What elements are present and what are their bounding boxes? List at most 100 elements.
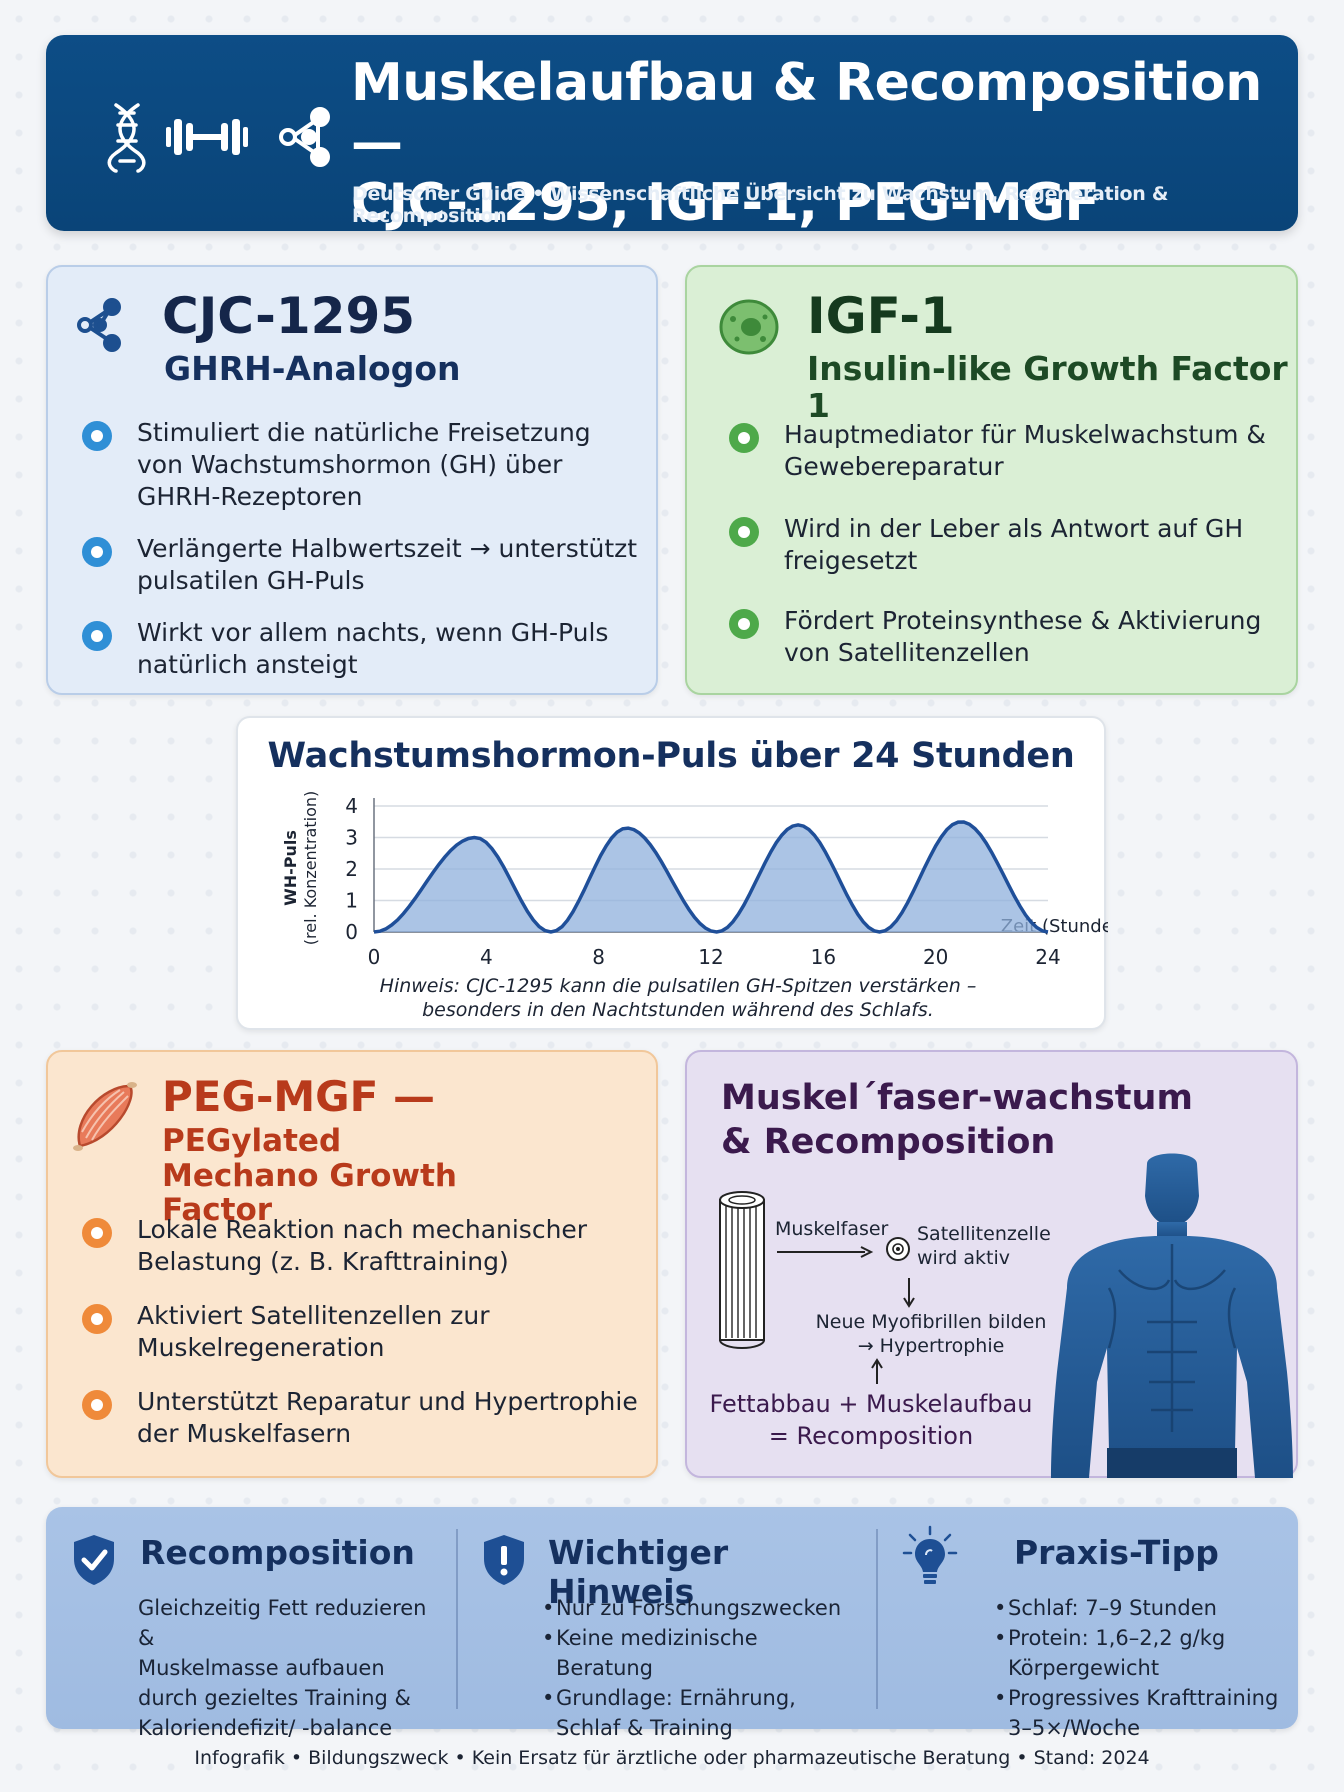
molecule-icon [77, 298, 121, 352]
myofibril-label-line1: Neue Myofibrillen bilden [815, 1311, 1047, 1333]
bullet-icon [729, 609, 759, 639]
list-item: Fördert Proteinsynthese & Aktivierung vo… [729, 605, 1284, 669]
recomposition-line: Gleichzeitig Fett reduzieren & [138, 1596, 427, 1650]
muscle-icon [73, 1082, 137, 1151]
cjc-bullet-text: Stimuliert die natürliche Freisetzung vo… [137, 418, 591, 511]
list-item: Lokale Reaktion nach mechanischer Belast… [82, 1214, 642, 1278]
header-banner: Muskelaufbau & Recomposition — CJC-1295,… [46, 35, 1298, 233]
recomp-line1: Fettabbau + Muskelaufbau [709, 1390, 1033, 1418]
myofibril-label: Neue Myofibrillen bilden → Hypertrophie [811, 1310, 1051, 1358]
list-item: Progressives Krafttraining 3–5×/Woche [994, 1683, 1294, 1743]
header-icons [107, 103, 330, 173]
recomposition-title: Recomposition [140, 1533, 415, 1572]
cjc-bullet-list: Stimuliert die natürliche Freisetzung vo… [82, 417, 642, 681]
chart-ylabel-line2: (rel. Konzentration) [301, 791, 320, 945]
peg-title: PEG-MGF — [162, 1072, 435, 1121]
muscle-fiber-label: Muskelfaser [775, 1218, 889, 1240]
igf-title: IGF-1 [807, 287, 955, 345]
peg-bullet-text: Lokale Reaktion nach mechanischer Belast… [137, 1215, 588, 1276]
x-tick-label: 16 [811, 945, 836, 969]
bullet-icon [729, 423, 759, 453]
igf-bullet-text: Fördert Proteinsynthese & Aktivierung vo… [784, 606, 1262, 667]
igf-card: IGF-1 Insulin-like Growth Factor 1 Haupt… [685, 265, 1298, 695]
info-band: Recomposition Gleichzeitig Fett reduzier… [46, 1507, 1298, 1740]
chart-note: Hinweis: CJC-1295 kann die pulsatilen GH… [379, 975, 977, 1021]
igf-bullet-list: Hauptmediator für Muskelwachstum & Geweb… [729, 419, 1284, 669]
x-tick-label: 24 [1035, 945, 1060, 969]
list-item: Keine medizinische Beratung [542, 1623, 852, 1683]
shield-alert-icon [484, 1535, 524, 1585]
bullet-icon [82, 421, 112, 451]
list-item: Unterstützt Reparatur und Hypertrophie d… [82, 1386, 642, 1450]
bullet-icon [82, 537, 112, 567]
recomposition-line: Muskelmasse aufbauen [138, 1656, 385, 1680]
footer: Infografik • Bildungszweck • Kein Ersatz… [194, 1747, 1150, 1769]
praxis-tipp-column: Praxis-Tipp Schlaf: 7–9 Stunden Protein:… [878, 1507, 1298, 1740]
list-item: Nur zu Forschungszwecken [542, 1593, 852, 1623]
pulse-line [373, 820, 1049, 934]
page-title-line2: CJC-1295, IGF-1, PEG-MGF [351, 173, 1100, 233]
page-title-line1: Muskelaufbau & Recomposition — [351, 53, 1262, 173]
cell-icon [719, 299, 779, 355]
y-tick-label: 1 [345, 889, 358, 913]
chart-ylabel-line1: WH-Puls [281, 830, 300, 906]
list-item: Wird in der Leber als Antwort auf GH fre… [729, 513, 1284, 577]
list-item: Verlängerte Halbwertszeit → unterstützt … [82, 533, 642, 597]
x-tick-label: 0 [368, 945, 381, 969]
muscle-title-line2: & Recomposition [721, 1122, 1056, 1162]
peg-bullet-list: Lokale Reaktion nach mechanischer Belast… [82, 1214, 642, 1450]
x-tick-label: 12 [698, 945, 723, 969]
page-subtitle: Deutscher Guide • Wissenschaftliche Über… [352, 183, 1169, 227]
recomp-line2: = Recomposition [768, 1422, 974, 1450]
list-item: Hauptmediator für Muskelwachstum & Geweb… [729, 419, 1284, 483]
bullet-icon [82, 1218, 112, 1248]
lightbulb-icon [902, 1525, 958, 1584]
muscle-title: Muskel´faser-wachstum & Recomposition [721, 1076, 1193, 1164]
athlete-silhouette-icon [1051, 1153, 1293, 1478]
myofibril-label-line2: → Hypertrophie [857, 1335, 1005, 1357]
recomposition-line: Kaloriendefizit/ -balance [138, 1716, 393, 1740]
molecule-icon [279, 107, 330, 167]
list-item: Protein: 1,6–2,2 g/kg Körpergewicht [994, 1623, 1294, 1683]
bullet-icon [82, 621, 112, 651]
dumbbell-icon [166, 119, 248, 155]
shield-check-icon [74, 1535, 114, 1585]
cjc-bullet-text: Verlängerte Halbwertszeit → unterstützt … [137, 534, 638, 595]
satellite-cell-label: Satellitenzelle wird aktiv [917, 1222, 1051, 1270]
hinweis-column: Wichtiger Hinweis Nur zu Forschungszweck… [458, 1507, 866, 1740]
praxis-tipp-title: Praxis-Tipp [1014, 1533, 1219, 1572]
y-tick-label: 4 [345, 794, 358, 818]
peg-card: PEG-MGF — PEGylated Mechano Growth Facto… [46, 1050, 658, 1478]
muscle-fiber-icon [719, 1191, 765, 1349]
recomposition-formula: Fettabbau + Muskelaufbau = Recomposition [701, 1388, 1041, 1452]
cjc-card: CJC-1295 GHRH-Analogon Stimuliert die na… [46, 265, 658, 695]
igf-subtitle: Insulin-like Growth Factor 1 [807, 349, 1288, 425]
igf-bullet-text: Wird in der Leber als Antwort auf GH fre… [784, 514, 1244, 575]
igf-bullet-text: Hauptmediator für Muskelwachstum & Geweb… [784, 420, 1266, 481]
satellite-cell-label-line2: wird aktiv [917, 1247, 1011, 1269]
hinweis-title: Wichtiger Hinweis [548, 1533, 729, 1611]
y-tick-label: 0 [345, 920, 358, 944]
peg-bullet-text: Unterstützt Reparatur und Hypertrophie d… [137, 1387, 638, 1448]
hinweis-list: Nur zu Forschungszwecken Keine medizinis… [542, 1593, 852, 1743]
cjc-bullet-text: Wirkt vor allem nachts, wenn GH-Puls nat… [137, 618, 609, 679]
recomposition-text: Gleichzeitig Fett reduzieren & Muskelmas… [138, 1593, 448, 1743]
list-item: Stimuliert die natürliche Freisetzung vo… [82, 417, 642, 513]
cjc-title: CJC-1295 [162, 287, 416, 345]
cjc-subtitle: GHRH-Analogon [164, 349, 461, 388]
divider [456, 1529, 458, 1709]
muscle-fiber-card: Muskel´faser-wachstum & Recomposition Mu… [685, 1050, 1298, 1478]
x-tick-label: 20 [923, 945, 948, 969]
arrow-right-icon [777, 1246, 874, 1258]
peg-bullet-text: Aktiviert Satellitenzellen zur Muskelreg… [137, 1301, 490, 1362]
peg-subtitle: PEGylated Mechano Growth Factor [162, 1123, 457, 1229]
arrow-up-icon [871, 1358, 883, 1384]
dna-icon [107, 103, 146, 173]
list-item: Aktiviert Satellitenzellen zur Muskelreg… [82, 1300, 642, 1364]
y-tick-label: 2 [345, 857, 358, 881]
page-title: Muskelaufbau & Recomposition — CJC-1295,… [351, 53, 1281, 233]
muscle-title-line1: Muskel´faser-wachstum [721, 1078, 1193, 1118]
bullet-icon [729, 517, 759, 547]
gh-pulse-chart: WH-Puls (rel. Konzentration) Zeit (Stund… [281, 791, 1108, 969]
list-item: Grundlage: Ernährung, Schlaf & Training [542, 1683, 852, 1743]
